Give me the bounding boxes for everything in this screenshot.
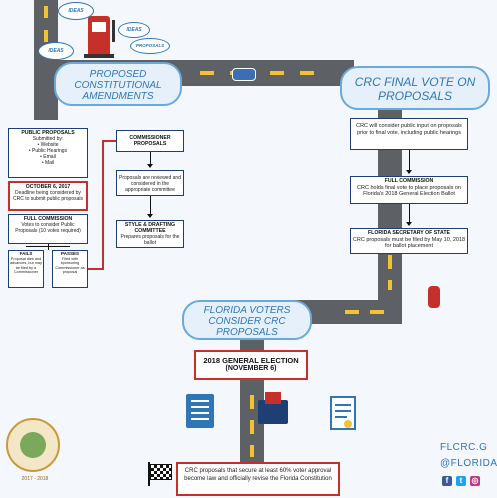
connector-line bbox=[26, 246, 70, 247]
arrow-down-icon bbox=[406, 170, 412, 174]
facebook-icon[interactable]: f bbox=[442, 476, 452, 486]
road-dash bbox=[250, 420, 254, 434]
road-dash bbox=[250, 445, 254, 457]
full-commission-right-title: FULL COMMISSION bbox=[384, 178, 434, 184]
ballot-list-icon bbox=[186, 394, 214, 428]
public-proposals-item: • Public Hearings bbox=[28, 148, 68, 154]
connector-line bbox=[48, 244, 49, 250]
car-icon bbox=[232, 68, 256, 81]
commissioner-proposals-title: COMMISSIONER PROPOSALS bbox=[129, 135, 171, 147]
style-drafting-box: STYLE & DRAFTING COMMITTEE Prepares prop… bbox=[116, 220, 184, 248]
crc-input-body: CRC will consider public input on propos… bbox=[356, 123, 462, 136]
full-commission-left-body: Votes to consider Public Proposals (10 v… bbox=[15, 222, 81, 234]
secretary-title: FLORIDA SECRETARY OF STATE bbox=[368, 230, 450, 236]
instagram-icon[interactable]: ◎ bbox=[470, 476, 480, 486]
arrow-line bbox=[150, 152, 151, 166]
passes-box: PASSES Filed with sponsoring Commissione… bbox=[52, 250, 88, 288]
public-proposals-item: • Mail bbox=[41, 160, 55, 166]
passes-title: PASSES bbox=[61, 251, 79, 256]
pump-nozzle-icon bbox=[112, 20, 115, 42]
arrow-down-icon bbox=[147, 164, 153, 168]
final-vote-cloud: CRC FINAL VOTE ON PROPOSALS bbox=[340, 66, 490, 110]
public-proposals-item: • Email bbox=[40, 154, 56, 160]
general-election-title: 2018 GENERAL ELECTION bbox=[203, 356, 299, 365]
road-dash bbox=[44, 6, 48, 18]
road-dash bbox=[388, 280, 392, 290]
checkered-flag-icon bbox=[150, 464, 172, 480]
ballot-box-icon bbox=[258, 392, 288, 424]
fails-box: FAILS Proposal dies and advances, but ma… bbox=[8, 250, 44, 288]
deadline-body: Deadline being considered by CRC to subm… bbox=[12, 190, 84, 202]
full-commission-right-box: FULL COMMISSION CRC holds final vote to … bbox=[350, 176, 468, 204]
public-proposals-body: Submitted by: bbox=[32, 136, 64, 142]
road-dash bbox=[44, 30, 48, 42]
style-drafting-body: Prepares proposals for the ballot bbox=[120, 234, 180, 246]
style-drafting-title: STYLE & DRAFTING COMMITTEE bbox=[124, 222, 176, 234]
florida-voters-cloud: FLORIDA VOTERS CONSIDER CRC PROPOSALS bbox=[182, 300, 312, 340]
arrow-down-icon bbox=[406, 222, 412, 226]
proposed-amendments-cloud: PROPOSED CONSTITUTIONAL AMENDMENTS bbox=[54, 62, 182, 106]
ideas-bubble: IDEAS bbox=[118, 22, 150, 38]
full-commission-left-title: FULL COMMISSION bbox=[23, 216, 73, 222]
fails-title: FAILS bbox=[19, 251, 33, 256]
road-dash bbox=[270, 71, 284, 75]
public-proposals-box: PUBLIC PROPOSALS Submitted by: • Website… bbox=[8, 128, 88, 178]
reviewed-box: Proposals are reviewed and considered in… bbox=[116, 170, 184, 196]
car-icon bbox=[428, 286, 440, 308]
public-proposals-item: • Website bbox=[37, 142, 59, 148]
secretary-box: FLORIDA SECRETARY OF STATE CRC proposals… bbox=[350, 228, 468, 254]
deadline-title: OCTOBER 6, 2017 bbox=[25, 184, 71, 190]
road-dash bbox=[250, 395, 254, 409]
arrow-line bbox=[409, 150, 410, 172]
general-election-subtitle: (NOVEMBER 6) bbox=[225, 365, 277, 372]
seal-years: 2017 · 2018 bbox=[21, 476, 49, 482]
crc-input-box: CRC will consider public input on propos… bbox=[350, 118, 468, 150]
footer-site: FLCRC.G bbox=[440, 442, 488, 453]
road-dash bbox=[345, 310, 359, 314]
final-note-box: CRC proposals that secure at least 60% v… bbox=[176, 462, 340, 496]
reviewed-body: Proposals are reviewed and considered in… bbox=[119, 175, 181, 193]
public-proposals-title: PUBLIC PROPOSALS bbox=[21, 130, 75, 136]
red-connector bbox=[102, 140, 104, 270]
arrow-line bbox=[409, 204, 410, 224]
proposals-bubble: PROPOSALS bbox=[130, 38, 170, 54]
arrow-down-icon bbox=[147, 214, 153, 218]
crc-seal-icon bbox=[6, 418, 60, 472]
footer-handle: @FLORIDA bbox=[440, 458, 497, 469]
ideas-bubble: IDEAS bbox=[58, 2, 94, 20]
road-dash bbox=[388, 255, 392, 269]
arrow-line bbox=[150, 196, 151, 216]
document-sign-icon bbox=[330, 396, 356, 430]
gas-pump-icon bbox=[84, 16, 114, 58]
deadline-box: OCTOBER 6, 2017 Deadline being considere… bbox=[8, 181, 88, 211]
commissioner-proposals-box: COMMISSIONER PROPOSALS bbox=[116, 130, 184, 152]
red-connector bbox=[88, 268, 104, 270]
road-dash bbox=[200, 71, 214, 75]
twitter-icon[interactable]: t bbox=[456, 476, 466, 486]
secretary-body: CRC proposals must be filed by May 10, 2… bbox=[352, 236, 466, 250]
full-commission-right-body: CRC holds final vote to place proposals … bbox=[357, 184, 461, 198]
passes-body: Filed with sponsoring Commissioner as pr… bbox=[55, 256, 85, 275]
ideas-bubble: IDEAS bbox=[38, 42, 74, 60]
red-connector bbox=[102, 140, 116, 142]
full-commission-left-box: FULL COMMISSION Votes to consider Public… bbox=[8, 214, 88, 244]
final-note-body: CRC proposals that secure at least 60% v… bbox=[184, 468, 332, 482]
general-election-box: 2018 GENERAL ELECTION (NOVEMBER 6) bbox=[194, 350, 308, 380]
road-dash bbox=[300, 71, 314, 75]
road-dash bbox=[370, 310, 384, 314]
fails-body: Proposal dies and advances, but may be f… bbox=[10, 256, 42, 275]
flag-pole-icon bbox=[148, 462, 150, 486]
